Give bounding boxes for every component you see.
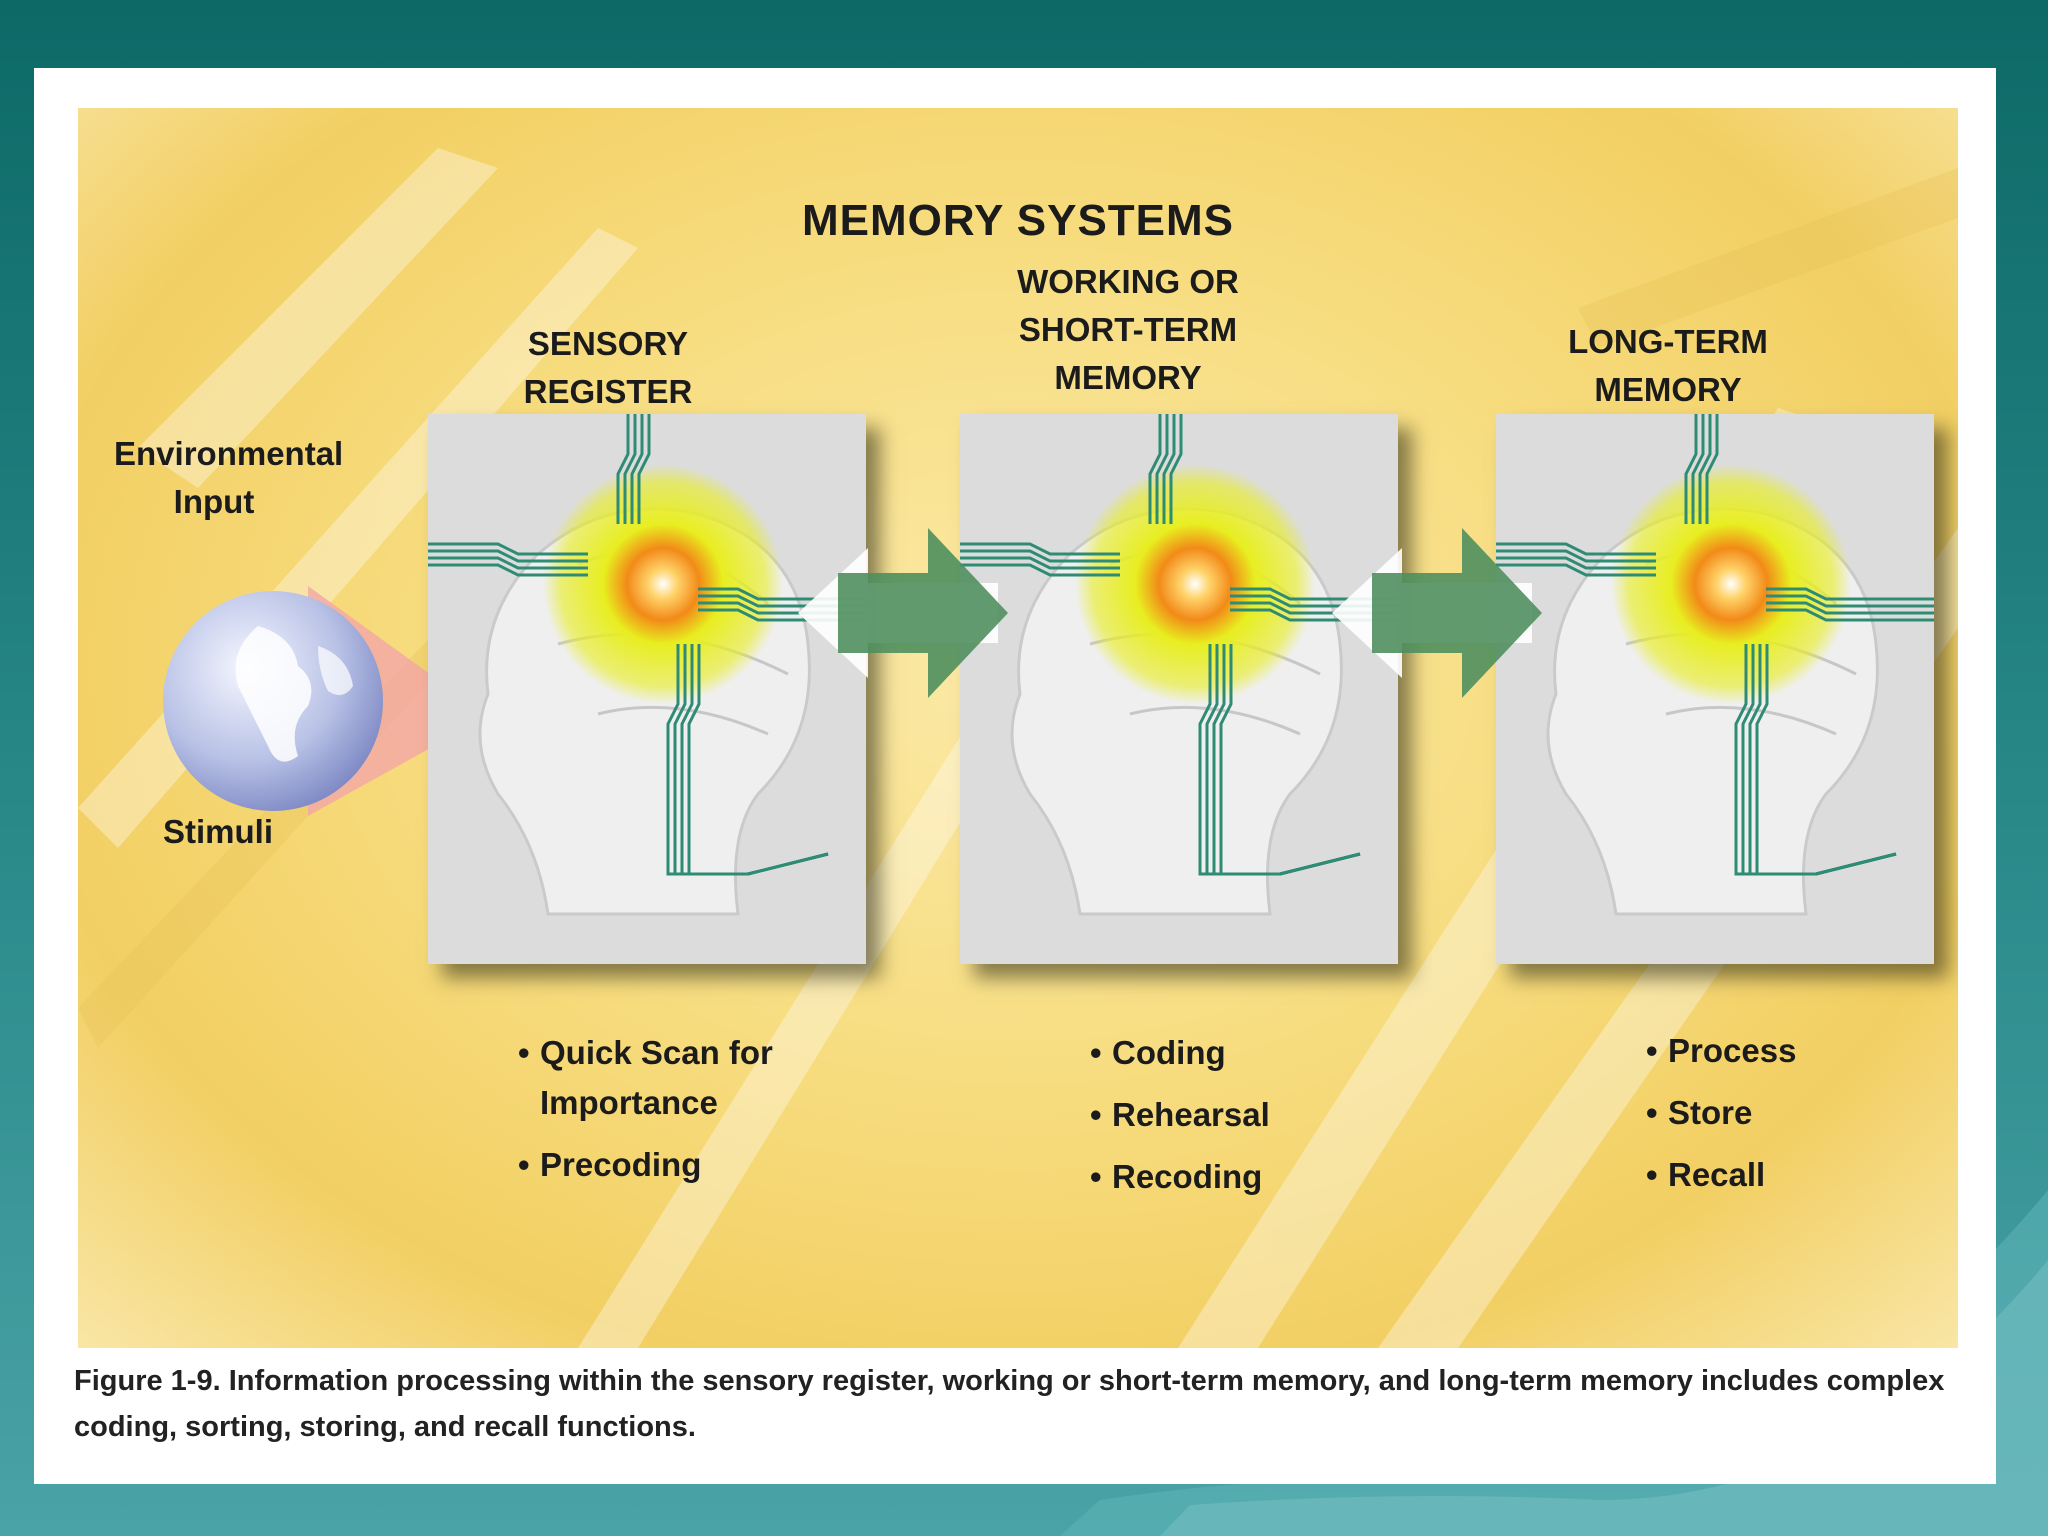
stage-title-short-term-memory: WORKING OR SHORT-TERM MEMORY [1017,263,1239,396]
long-term-memory-bullets: Process Store Recall [1646,1026,1906,1212]
panel-long-term-memory [1496,414,1934,964]
diagram-title: MEMORY SYSTEMS [801,196,1235,245]
globe-icon [163,586,488,816]
bullet-item: Recall [1646,1150,1906,1200]
bullet-item: Process [1646,1026,1906,1076]
figure-caption: Figure 1-9. Information processing withi… [74,1365,1945,1443]
sensory-register-bullets: Quick Scan for Importance Precoding [518,1028,838,1202]
bullet-item: Recoding [1090,1152,1350,1202]
slide-card: MEMORY SYSTEMS Environmental Input Stimu… [34,68,1996,1484]
bullet-item: Coding [1090,1028,1350,1078]
panel-sensory-register [428,414,866,964]
double-arrow-icon [798,528,1008,698]
bullet-item: Store [1646,1088,1906,1138]
circuit-lines-icon [1496,414,1934,876]
bullet-item: Rehearsal [1090,1090,1350,1140]
environmental-input-label: Environmental Input [114,435,344,520]
memory-systems-figure: MEMORY SYSTEMS Environmental Input Stimu… [78,108,1958,1348]
brain-glow-icon [1611,464,1851,704]
stage-title-sensory-register: SENSORY REGISTER [523,325,693,410]
bullet-item: Quick Scan for Importance [518,1028,838,1128]
stimuli-label: Stimuli [162,813,273,850]
panel-short-term-memory [960,414,1398,964]
brain-glow-icon [543,464,783,704]
brain-glow-icon [1075,464,1315,704]
circuit-lines-icon [960,414,1398,876]
short-term-memory-bullets: Coding Rehearsal Recoding [1090,1028,1350,1214]
bullet-item: Precoding [518,1140,838,1190]
circuit-lines-icon [428,414,866,876]
double-arrow-icon [1332,528,1542,698]
stage-title-long-term-memory: LONG-TERM MEMORY [1568,323,1768,408]
